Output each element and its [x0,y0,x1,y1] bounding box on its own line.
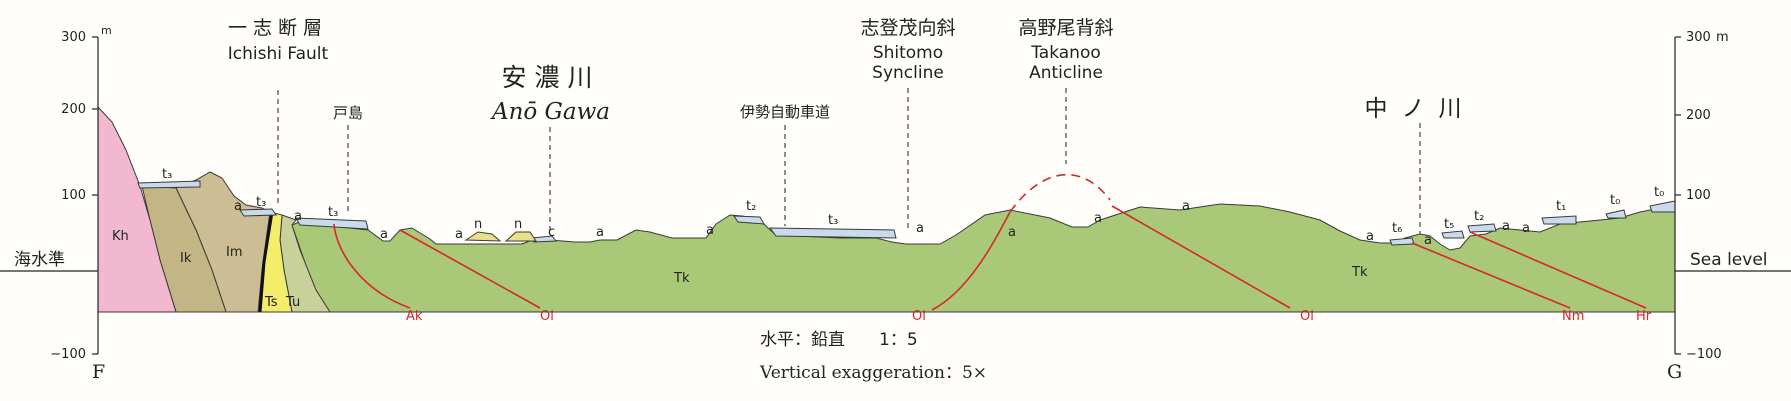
label-t2-right: t₂ [1474,209,1484,224]
ichishi-fault-label-en: Ichishi Fault [228,44,329,64]
right-tick-label-200: 200 [1686,108,1711,123]
scale-note-ja: 水平：鉛直 1：5 [760,330,918,350]
right-tick-label-100: 100 [1686,188,1711,203]
label-c: c [548,225,555,240]
label-a-8: a [1008,225,1016,240]
label-t3-fault: t₃ [256,195,266,210]
unit-label-ik: Ik [180,251,192,266]
terrace-t3-fault [239,208,277,217]
key-bed-nm [1411,242,1571,309]
section-end-g: G [1667,361,1682,383]
unit-label-tu: Tu [285,295,300,310]
key-bed-label-hr: Hr [1636,309,1652,324]
label-a-3: a [380,227,388,242]
terrace-t0-b [1649,200,1676,213]
anticline-restored-arc [1009,173,1111,213]
n-deposit-2 [504,231,537,242]
label-a-6: a [706,223,714,238]
scale-note-en: Vertical exaggeration：5× [759,363,987,383]
left-axis-unit: m [101,24,112,37]
toshima-label: 戸島 [333,104,363,122]
label-a-1: a [234,199,242,214]
sea-level-label-ja: 海水準 [14,250,65,270]
nakano-kawa-label: 中ノ川 [1365,96,1476,122]
left-tick-label-300: 300 [61,30,86,45]
axes [0,36,1791,355]
unit-label-tk-right: Tk [1351,265,1368,280]
label-a-7: a [916,221,924,236]
left-tick-label-100: 100 [61,188,86,203]
key-bed-label-oi-3: Oi [1300,309,1314,324]
section-end-f: F [92,361,105,383]
label-a-5: a [596,225,604,240]
ano-gawa-label-ja: 安濃川 [501,63,600,92]
label-t0-b: t₀ [1654,185,1664,200]
label-a-2: a [294,209,302,224]
terrace-t3-left [137,180,201,189]
unit-kh-area [97,105,177,313]
n-deposits [464,231,537,242]
terrace-t1 [1541,215,1577,225]
key-bed-oi-left [399,229,541,309]
key-bed-ak [333,223,411,309]
label-a-4: a [455,227,463,242]
key-bed-label-nm: Nm [1562,309,1584,324]
key-bed-oi-right [1111,205,1291,309]
unit-label-kh: Kh [112,229,129,244]
sea-level-label-en: Sea level [1690,250,1768,270]
ichishi-fault-trace [258,211,274,313]
expressway-label: 伊勢自動車道 [740,103,830,121]
label-t6: t₆ [1392,221,1402,236]
terrace-t5 [1441,230,1465,239]
key-bed-label-ak: Ak [406,309,423,324]
label-t3-left: t₃ [162,167,172,182]
ichishi-fault-label-ja: 一志断層 [228,17,328,39]
right-axis-unit: m [1716,30,1729,45]
shitomo-syncline-label-en-2: Syncline [872,63,944,83]
key-bed-oi-anticline [931,211,1011,311]
n-deposit-1 [464,231,502,242]
terrace-t2-mid [733,215,765,225]
label-t2-mid: t₂ [746,199,756,214]
label-a-13: a [1502,219,1510,234]
unit-label-tk-left: Tk [673,271,690,286]
label-a-10: a [1182,199,1190,214]
label-a-9: a [1094,211,1102,226]
terrace-t2-right [1467,223,1497,233]
terrace-t6 [1389,237,1415,246]
ano-gawa-label-en: Anō Gawa [490,99,610,125]
takanoo-anticline-label-en-2: Anticline [1029,63,1103,83]
label-n-2: n [514,217,522,232]
takanoo-anticline-label-ja: 高野尾背斜 [1018,17,1113,39]
left-tick-label-200: 200 [61,102,86,117]
takanoo-anticline-label-en-1: Takanoo [1030,43,1101,63]
label-t1: t₁ [1556,199,1566,214]
terrace-t3-mid [768,227,897,239]
right-tick-label-300: 300 [1686,30,1711,45]
key-bed-label-oi-1: Oi [540,309,554,324]
label-n-1: n [474,217,482,232]
label-t0-a: t₀ [1610,193,1620,208]
terrace-t3-toshima [295,217,369,230]
key-bed-label-oi-2: Oi [912,309,926,324]
key-bed-hr [1469,231,1647,309]
leader-lines [277,88,1421,234]
terrace-t0-a [1605,209,1627,219]
label-a-14: a [1522,221,1530,236]
shitomo-syncline-label-ja: 志登茂向斜 [860,17,955,39]
label-t3-mid: t₃ [828,213,838,228]
terrace-deposits [137,180,1676,246]
left-tick-label-m100: −100 [50,347,86,362]
label-a-11: a [1366,229,1374,244]
key-bed-lines [333,173,1647,311]
shitomo-syncline-label-en-1: Shitomo [873,43,943,63]
right-tick-label-m100: −100 [1686,347,1722,362]
label-t5: t₅ [1444,217,1454,232]
label-t3-toshima: t₃ [328,205,338,220]
unit-label-im: Im [226,245,243,260]
unit-label-ts: Ts [264,295,278,310]
label-a-12: a [1424,233,1432,248]
